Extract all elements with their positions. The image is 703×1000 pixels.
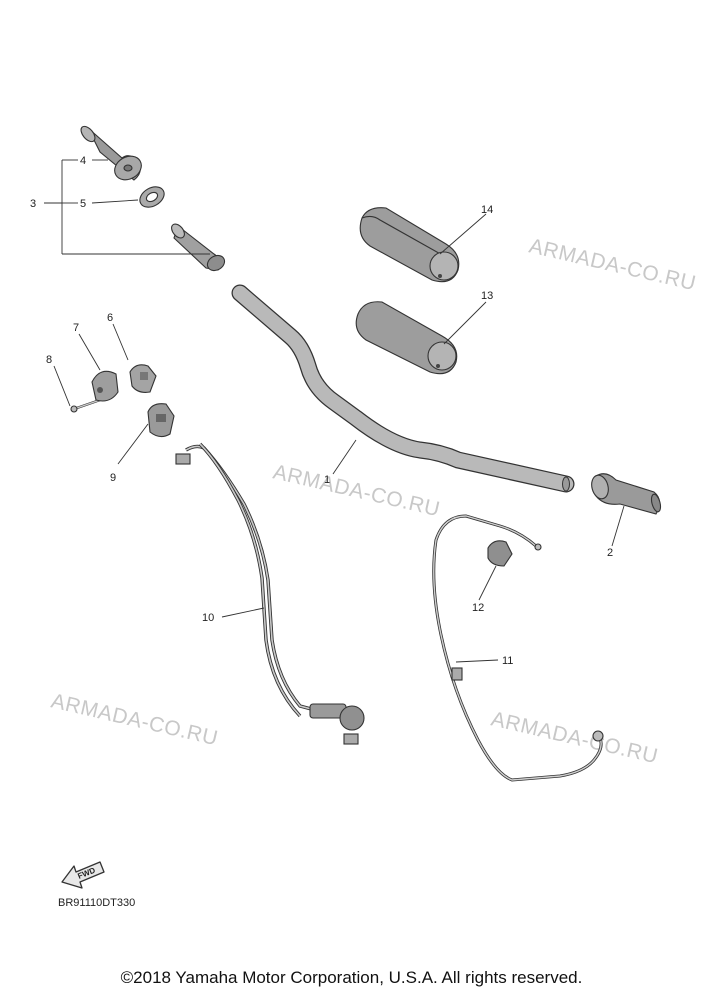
callout-6: 6 xyxy=(107,312,113,324)
leader-lines xyxy=(44,159,625,663)
callout-4: 4 xyxy=(80,155,86,167)
watermark: ARMADA-CO.RU xyxy=(49,689,220,750)
callout-12: 12 xyxy=(472,602,484,614)
watermark: ARMADA-CO.RU xyxy=(489,707,660,768)
part-cable-holder xyxy=(487,540,513,567)
part-switch-clamp xyxy=(91,370,119,402)
watermark: ARMADA-CO.RU xyxy=(271,460,442,521)
copyright-notice: ©2018 Yamaha Motor Corporation, U.S.A. A… xyxy=(120,968,583,987)
part-cable-10 xyxy=(175,442,365,745)
watermark: ARMADA-CO.RU xyxy=(527,234,698,295)
callout-11: 11 xyxy=(502,655,513,667)
part-handlebar-pad-lower xyxy=(355,301,458,375)
part-cable-11 xyxy=(432,514,604,782)
part-handlebar xyxy=(231,284,575,493)
part-switch-housing xyxy=(129,364,157,393)
part-right-grip xyxy=(591,473,662,515)
callout-1: 1 xyxy=(324,474,330,486)
diagram-code: BR91110DT330 xyxy=(58,897,135,909)
fwd-arrow-icon: FWD xyxy=(61,861,105,889)
callout-7: 7 xyxy=(73,322,79,334)
callout-14: 14 xyxy=(481,204,493,216)
part-screw xyxy=(70,398,101,413)
part-left-grip xyxy=(80,125,142,181)
callout-3: 3 xyxy=(30,198,36,210)
callout-8: 8 xyxy=(46,354,52,366)
callout-13: 13 xyxy=(481,290,493,302)
part-handlebar-pad-upper xyxy=(359,207,460,283)
part-switch xyxy=(147,403,175,438)
callout-5: 5 xyxy=(80,198,86,210)
part-throttle-tube xyxy=(171,223,226,272)
callout-2: 2 xyxy=(607,547,613,559)
part-collar-ring xyxy=(139,186,165,208)
callout-9: 9 xyxy=(110,472,116,484)
callout-10: 10 xyxy=(202,612,214,624)
